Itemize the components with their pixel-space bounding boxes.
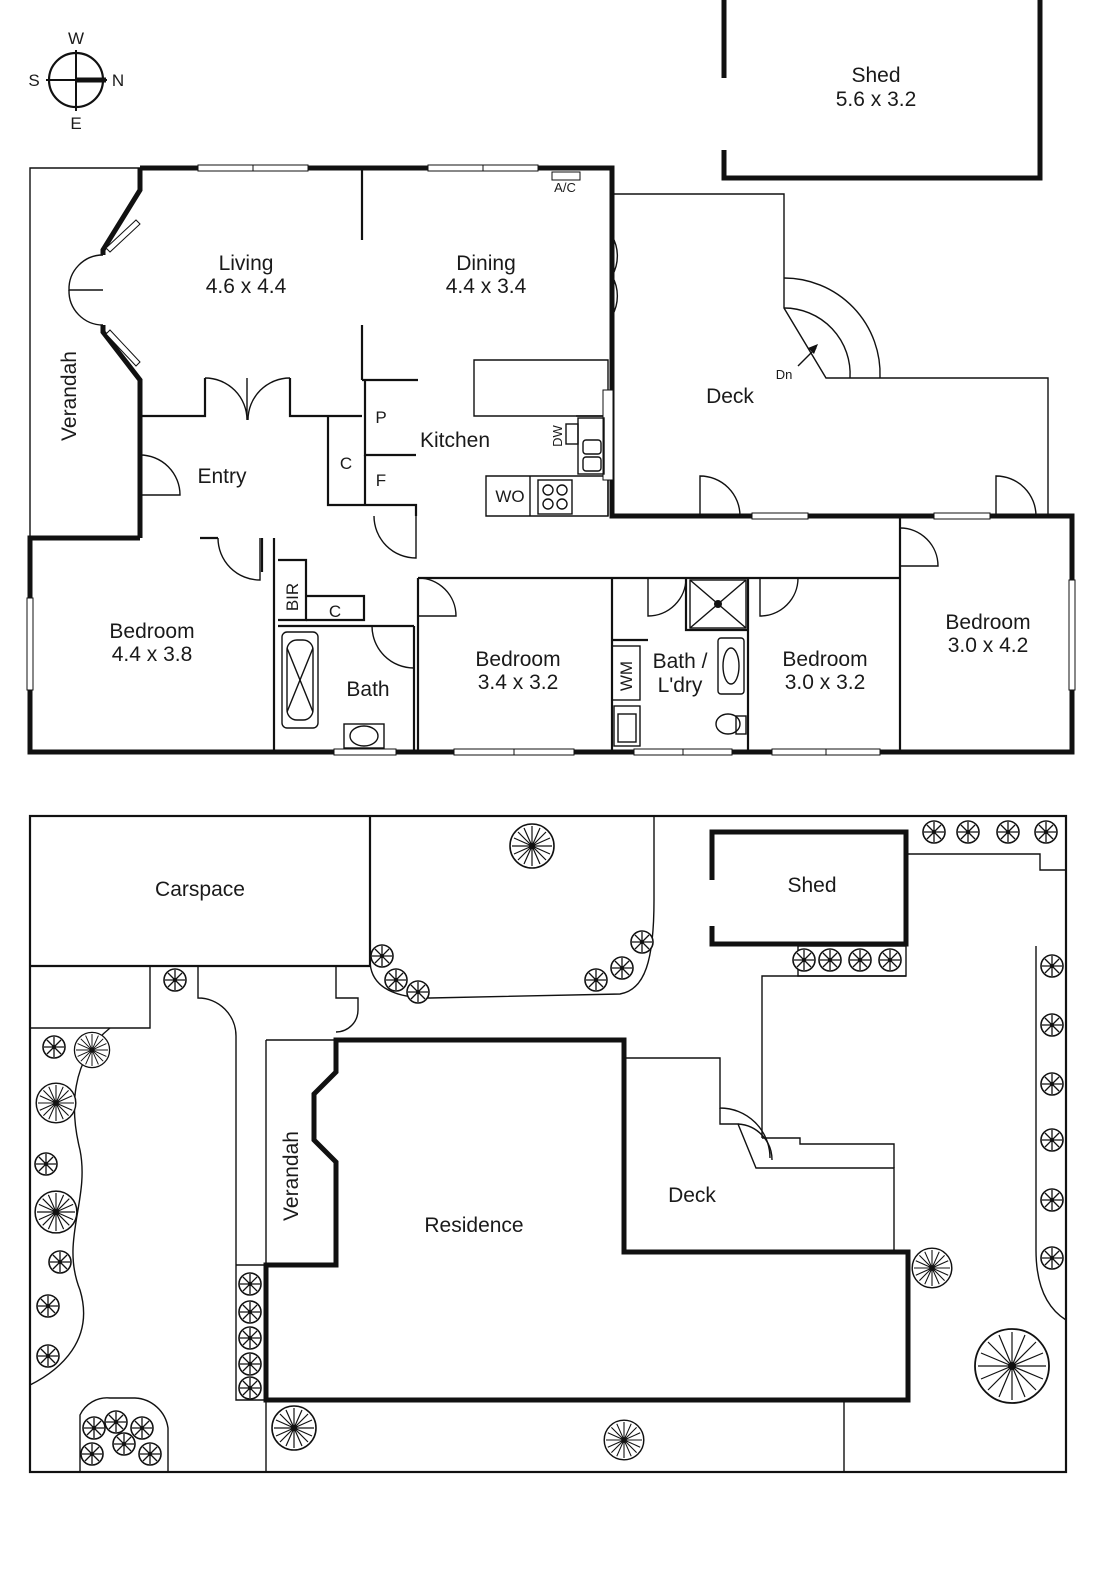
bath-label: Bath: [346, 678, 389, 701]
site-shed-label: Shed: [787, 874, 836, 897]
bedroom-1-size: 4.4 x 3.8: [112, 643, 193, 666]
shed-outline: [721, 0, 1043, 181]
kitchen-label: Kitchen: [420, 429, 490, 452]
bath-laundry-label-1: Bath /: [653, 650, 708, 673]
bedroom-2-size: 3.4 x 3.2: [478, 671, 559, 694]
dishwasher-label: DW: [550, 424, 565, 446]
shed-label: Shed: [851, 64, 900, 87]
living-label: Living: [219, 252, 274, 275]
dining-size: 4.4 x 3.4: [446, 275, 527, 298]
windows: [26, 164, 1076, 756]
site-verandah-label: Verandah: [280, 1131, 303, 1221]
wall-oven-label: WO: [495, 487, 524, 506]
compass: W S N E: [28, 29, 124, 133]
bedroom-4-label: Bedroom: [945, 611, 1030, 634]
bedroom-3-size: 3.0 x 3.2: [785, 671, 866, 694]
deck-label: Deck: [706, 385, 754, 408]
bedroom-3-label: Bedroom: [782, 648, 867, 671]
compass-north: N: [112, 71, 124, 90]
entry-label: Entry: [197, 465, 247, 488]
compass-south: S: [28, 71, 39, 90]
compass-west: W: [68, 29, 84, 48]
verandah-label: Verandah: [58, 351, 81, 441]
living-size: 4.6 x 4.4: [206, 275, 287, 298]
wm-label: WM: [617, 661, 636, 691]
site-plan-lines: [28, 814, 1068, 1474]
bir-label: BIR: [283, 583, 302, 611]
doors: [68, 235, 1037, 669]
residence-label: Residence: [424, 1214, 523, 1237]
cupboard-label: C: [340, 454, 352, 473]
deck-down-label: Dn: [776, 367, 793, 382]
site-deck-label: Deck: [668, 1184, 716, 1207]
linen-cupboard-label: C: [329, 602, 341, 621]
pantry-label: P: [375, 408, 386, 427]
shed-size: 5.6 x 3.2: [836, 88, 917, 111]
bath-laundry-label-2: L'dry: [658, 674, 703, 697]
bedroom-2-label: Bedroom: [475, 648, 560, 671]
fixtures: [281, 344, 818, 749]
ac-label: A/C: [554, 180, 576, 195]
bedroom-4-size: 3.0 x 4.2: [948, 634, 1029, 657]
compass-east: E: [70, 114, 81, 133]
bedroom-1-label: Bedroom: [109, 620, 194, 643]
carspace-label: Carspace: [155, 878, 245, 901]
dining-label: Dining: [456, 252, 516, 275]
fridge-label: F: [376, 471, 386, 490]
